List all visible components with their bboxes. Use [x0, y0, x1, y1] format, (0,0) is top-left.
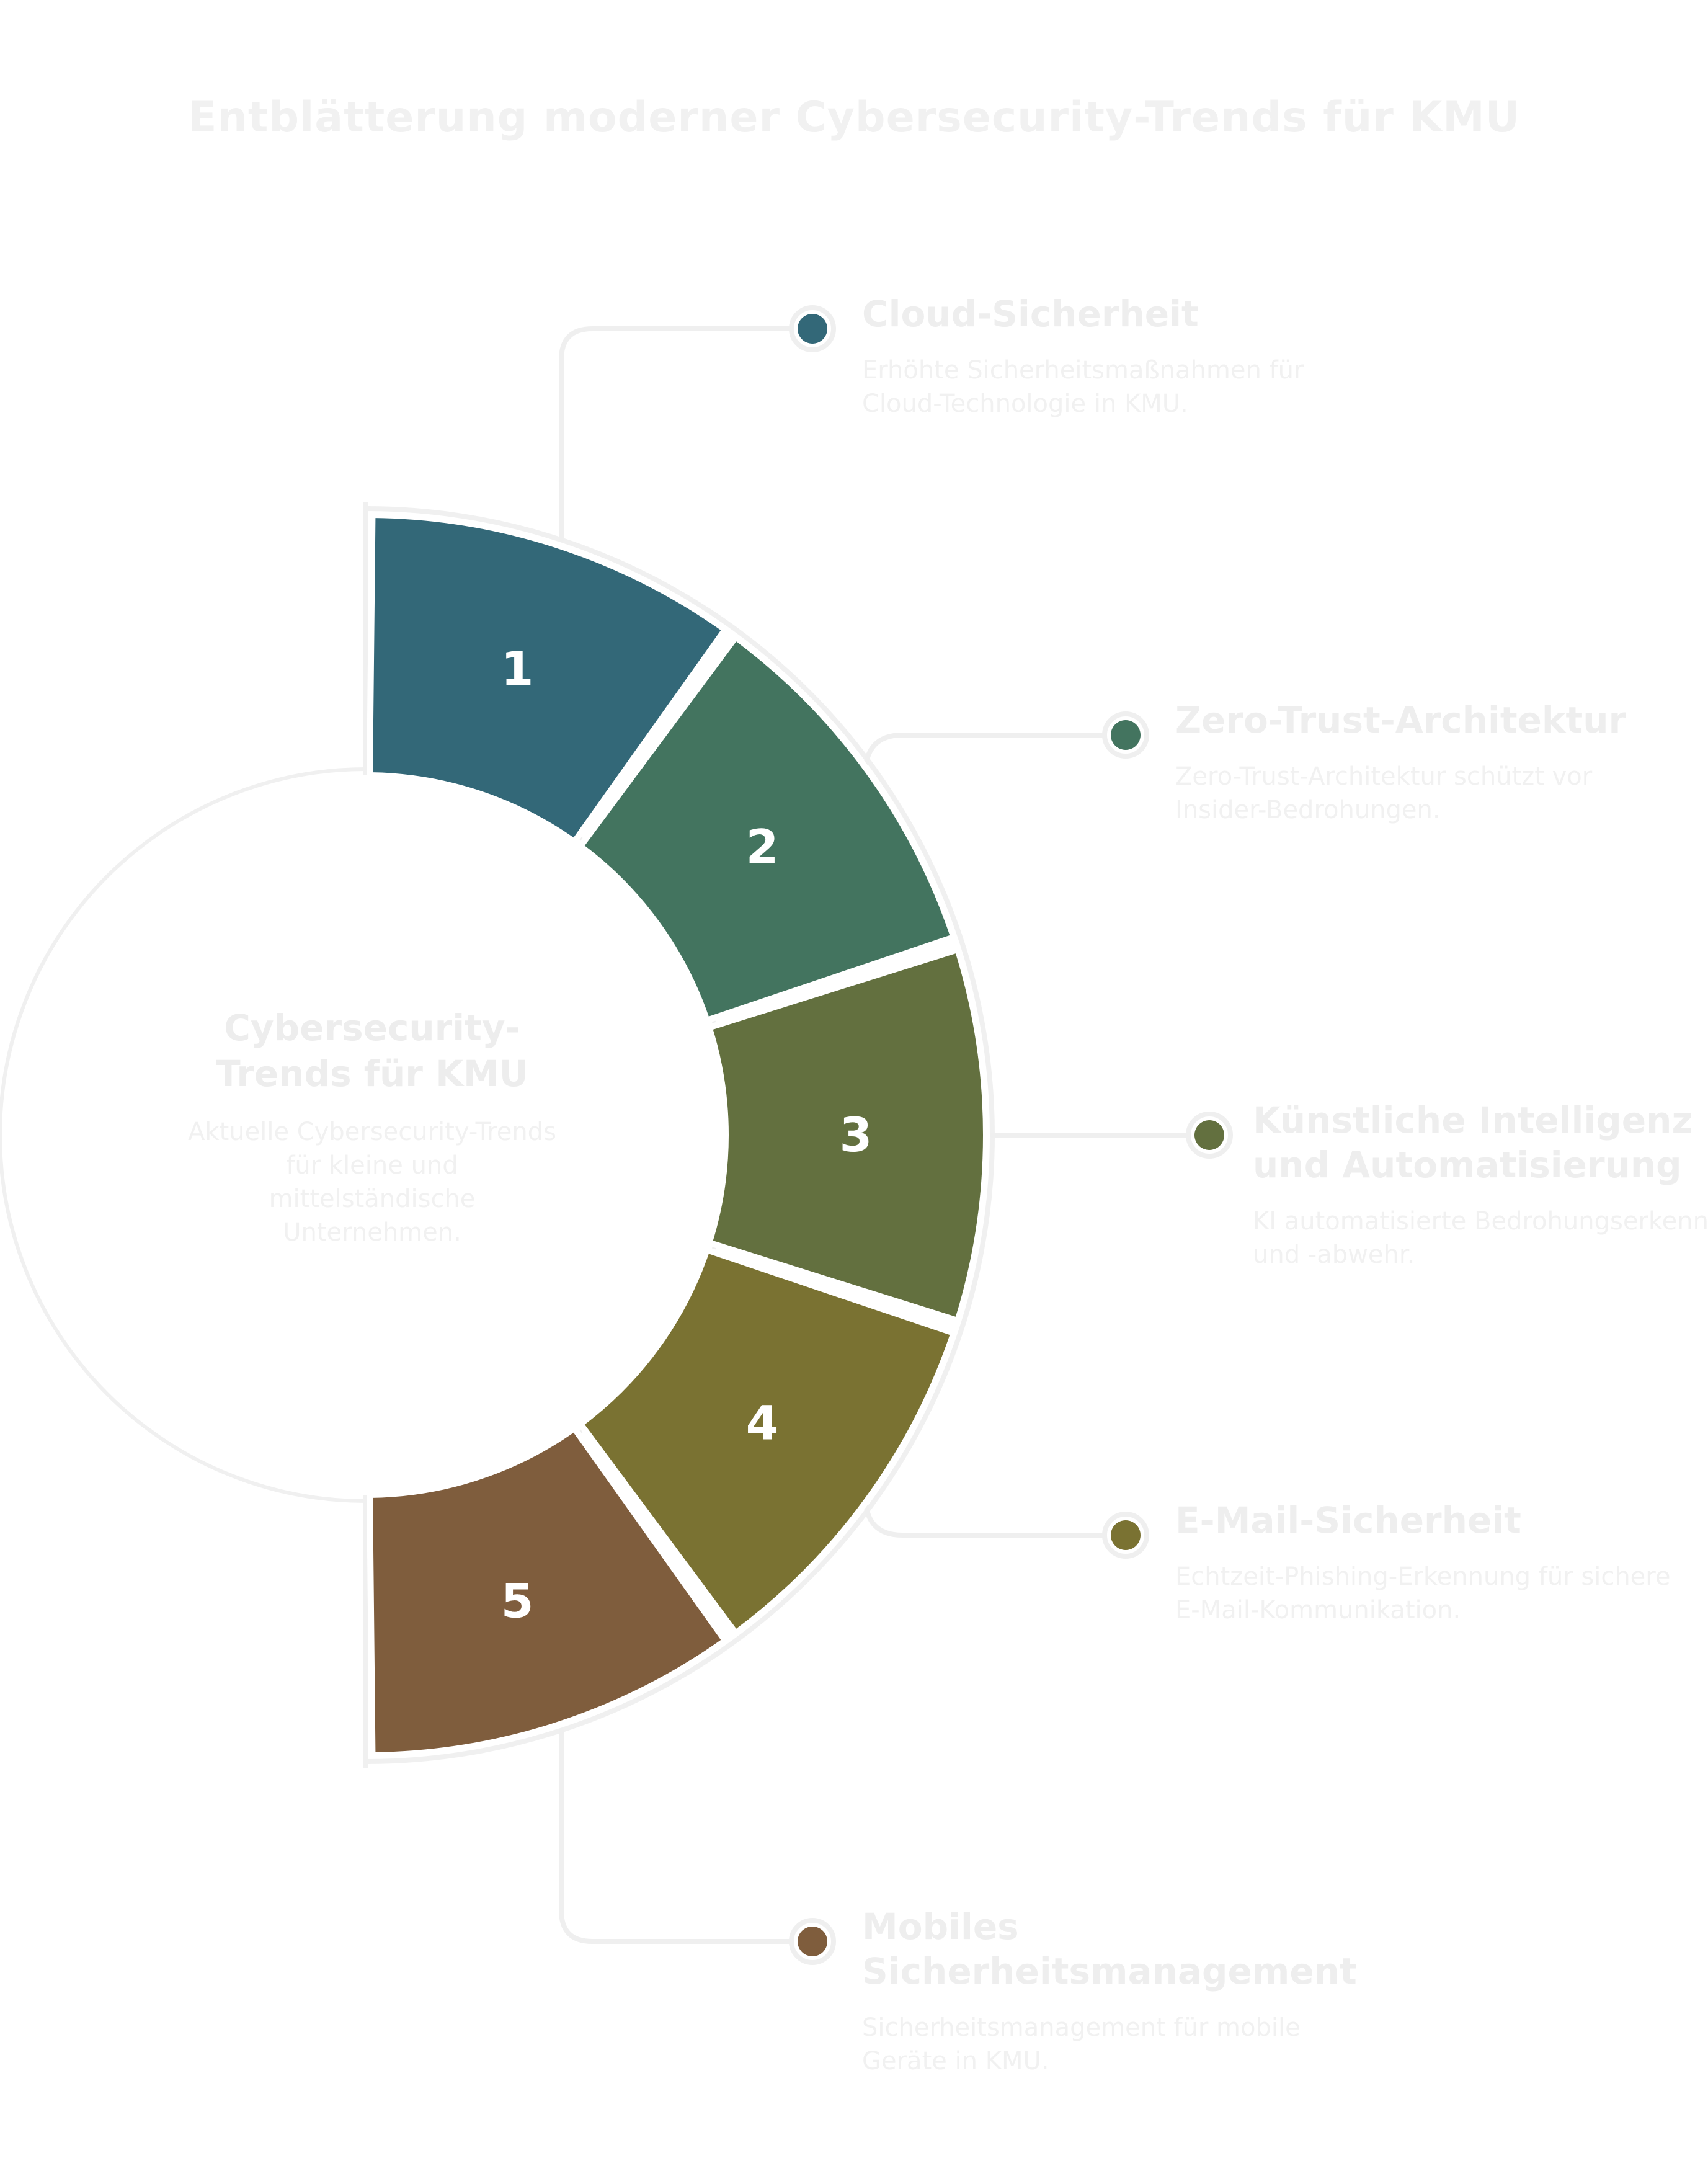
segment-4: [577, 1247, 957, 1636]
dot-layer: [789, 305, 1233, 1965]
trend-3-title: Künstliche Intelligenz und Automatisieru…: [1253, 1099, 1693, 1186]
center-title: Cybersecurity-Trends für KMU: [216, 1007, 528, 1095]
segment-4-number: 4: [746, 1395, 779, 1450]
connector-4: [863, 1492, 1113, 1538]
trend-3-text: Künstliche Intelligenz und Automatisieru…: [1253, 1098, 1708, 1272]
trend-3-description: KI automatisierte Bedrohungserkennung un…: [1253, 1207, 1708, 1269]
trend-2-text: Zero-Trust-Architektur Zero-Trust-Archit…: [1175, 698, 1684, 827]
connector-1: [559, 326, 799, 542]
trend-5-text: Mobiles Sicherheitsmanagement Sicherheit…: [862, 1904, 1371, 2078]
dot-1: [798, 314, 827, 344]
segment-2-number: 2: [746, 819, 779, 875]
segment-1-number: 1: [501, 641, 534, 697]
dot-2: [1111, 720, 1141, 750]
segment-1: [367, 512, 729, 845]
trend-5-title: Mobiles Sicherheitsmanagement: [862, 1905, 1357, 1992]
connector-2: [863, 733, 1113, 778]
segment-2: [577, 634, 957, 1023]
trend-4-text: E-Mail-Sicherheit Echtzeit-Phishing-Erke…: [1175, 1498, 1684, 1627]
connector-5: [559, 1728, 799, 1944]
segment-3-number: 3: [840, 1107, 873, 1162]
center-description: Aktuelle Cybersecurity-Trends für kleine…: [188, 1118, 556, 1247]
trend-5-description: Sicherheitsmanagement für mobile Geräte …: [862, 2013, 1301, 2075]
center-label: Cybersecurity-Trends für KMU Aktuelle Cy…: [186, 1005, 558, 1249]
trend-2-title: Zero-Trust-Architektur: [1175, 699, 1627, 741]
trend-4-description: Echtzeit-Phishing-Erkennung für sichere …: [1175, 1562, 1671, 1624]
trend-1-title: Cloud-Sicherheit: [862, 293, 1199, 335]
trend-1-description: Erhöhte Sicherheitsmaßnahmen für Cloud-T…: [862, 356, 1304, 418]
dot-3: [1194, 1120, 1224, 1150]
dot-5: [798, 1927, 827, 1956]
segment-5-number: 5: [501, 1573, 534, 1628]
trend-2-description: Zero-Trust-Architektur schützt vor Insid…: [1175, 762, 1593, 824]
dot-4: [1111, 1520, 1141, 1550]
trend-4-title: E-Mail-Sicherheit: [1175, 1499, 1521, 1541]
trend-1-text: Cloud-Sicherheit Erhöhte Sicherheitsmaßn…: [862, 292, 1371, 421]
segment-layer: 1 2 3 4 5: [367, 512, 989, 1758]
page-title: Entblätterung moderner Cybersecurity-Tre…: [187, 93, 1521, 142]
segment-3: [706, 946, 989, 1324]
segment-5: [367, 1425, 729, 1758]
